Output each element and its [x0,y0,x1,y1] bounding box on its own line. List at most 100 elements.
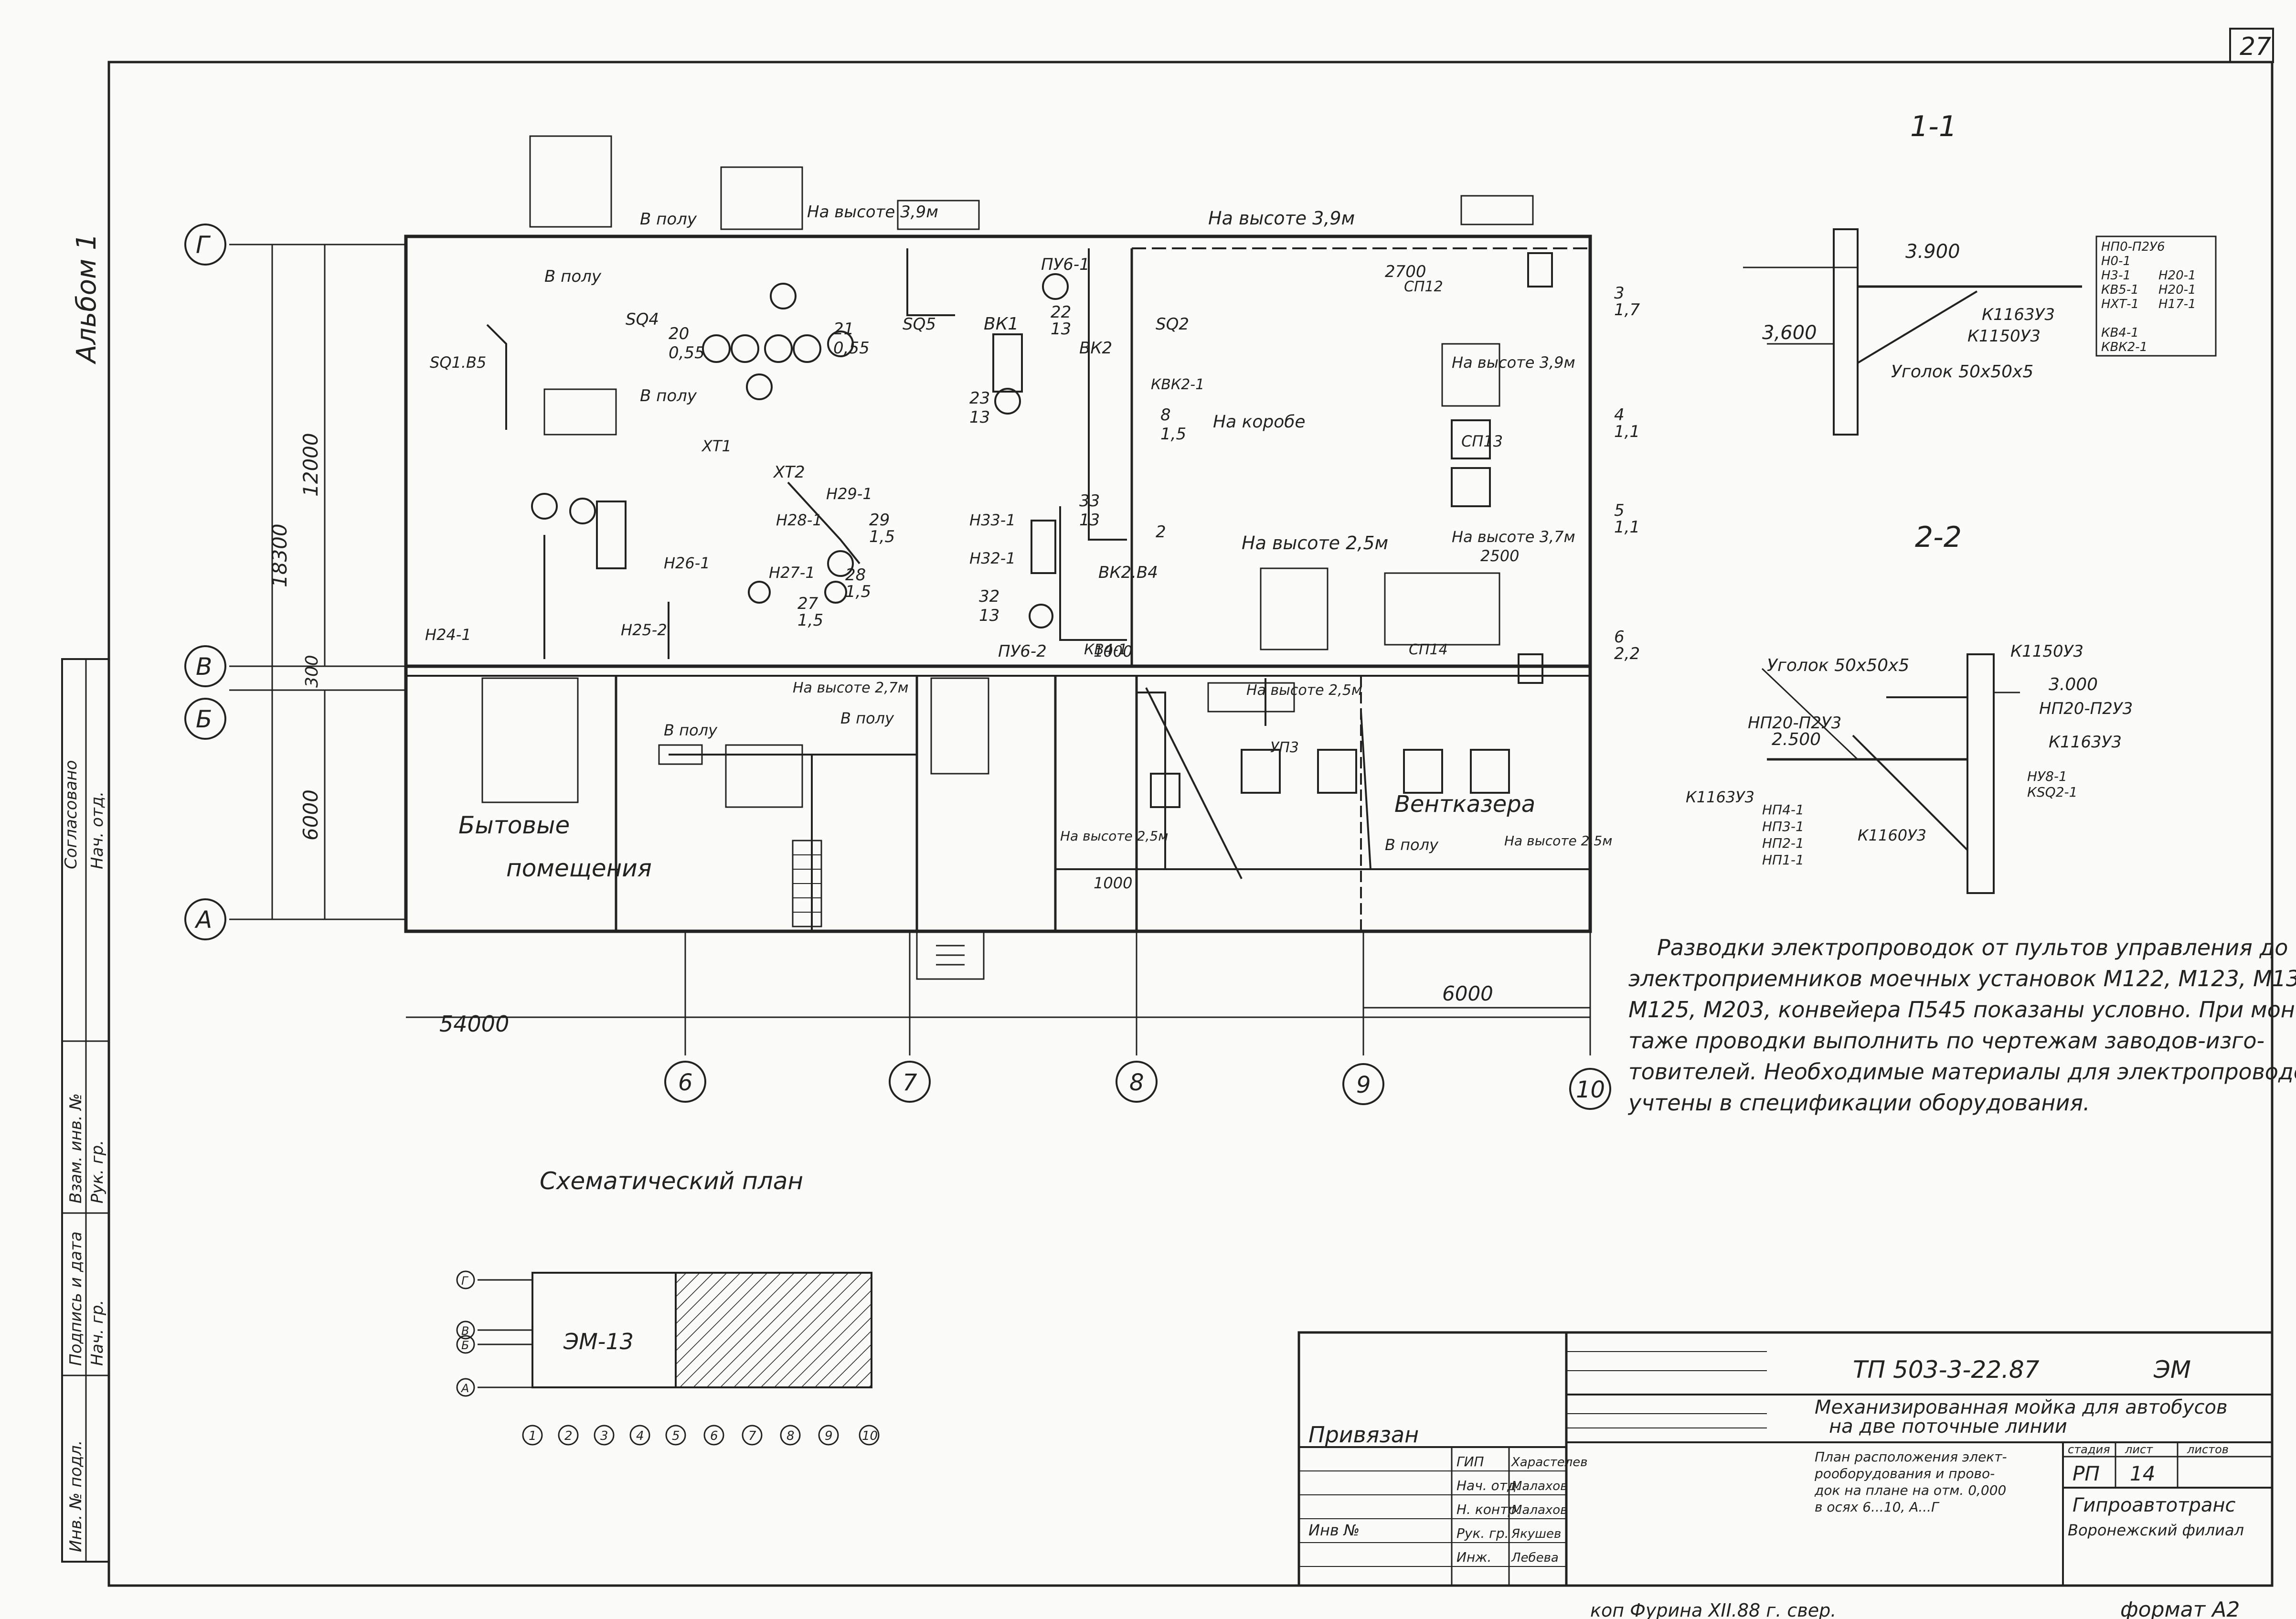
section-2-2: 2-2 Уголок 50х50х5 К1150У3 3.000 НП20-П2… [1686,521,2133,894]
num-label-13: 22 [1051,303,1071,322]
format-label: формат А2 [2120,1598,2240,1619]
note-line-2: электроприемников моечных установок М122… [1628,966,2296,991]
eq-label-n33-1: Н33-1 [969,511,1016,529]
side-stamp-col-3: Инв. № подл. [66,1440,85,1552]
section-1-1: 1-1 3.900 3,600 Уголок 50х50х5 К1150У3 К… [1743,110,2217,436]
num-label-28: 2,2 [1614,644,1640,663]
key-plan-number: 8 [787,1429,795,1443]
axis-num-7: 7 [903,1069,917,1096]
title-block: ТП 503-3-22.87 ЭМ Механизированная мойка… [1297,1331,2274,1587]
num-label-16: 0,55 [833,339,870,358]
num-label-19: 8 [1160,405,1171,425]
floor-label-3: В полу [640,386,697,405]
dim-width: 54000 [439,1011,509,1037]
num-label-4: 1,5 [869,527,895,546]
key-plan: Схематический план ЭМ-13 Г В Б А 1 2 3 4… [456,1167,880,1446]
key-plan-number: 5 [672,1429,680,1443]
floor-label-6: В полу [1385,836,1439,854]
height-label-5: На высоте 2,7м [793,680,909,696]
dimensions: 54000 6000 18300 12000 300 6000 [268,245,1590,1037]
section-2-label-a: К1150У3 [2010,642,2083,661]
cable-tag-blocks [481,135,1534,808]
key-plan-number: 10 [862,1429,878,1443]
side-stamp-val-2: Нач. отд. [88,791,107,869]
bound-label: Привязан [1308,1422,1419,1448]
eq-label-n32-1: Н32-1 [969,549,1016,567]
num-label-6: 1,5 [845,582,871,601]
num-label-25: 5 [1614,501,1625,520]
inv-label: Инв № [1308,1521,1360,1539]
num-label-27: 6 [1614,628,1625,647]
section-2-label-b: НП20-П2У3 [2039,699,2133,718]
num-label-30: 1000 [1094,642,1132,660]
section-1-tag: Н20-1 [2158,268,2196,283]
section-1-tag: КВ4-1 [2101,326,2139,340]
axis-num-10: 10 [1576,1076,1605,1103]
key-plan-number: 2 [564,1429,573,1443]
eq-label-n27-1: Н27-1 [769,564,815,582]
section-2-label-f: НП20-П2У3 [1748,714,1841,733]
side-stamp: Взам. инв. № Подпись и дата Инв. № подл.… [61,658,110,1563]
note-line-1: Разводки электропроводок от пультов упра… [1657,935,2288,960]
axis-letter-4: А [194,906,212,934]
role-5: Инж. [1456,1549,1491,1565]
org-2: Воронежский филиал [2068,1521,2244,1539]
role-2: Нач. отд. [1456,1478,1520,1493]
num-label-18: 0,55 [669,343,705,362]
section-1-tag: НП0-П2У6 [2101,240,2165,254]
num-label-22: 1,7 [1614,300,1640,320]
sheet-header: лист [2125,1443,2153,1456]
section-1-tag: НХТ-1 [2101,297,2139,311]
dim-height-main: 12000 [299,433,322,497]
section-1-label-a: К1150У3 [1967,327,2041,346]
num-label-8: 1,5 [797,611,823,630]
section-1-wall [1833,228,1859,436]
eq-label-sp14: СП14 [1409,641,1448,658]
num-label-1: 33 [1079,491,1100,511]
section-2-title: 2-2 [1915,521,1962,554]
eq-label-kv4-1: КВ4-1 [1084,641,1127,658]
name-1: Харастелев [1510,1455,1588,1470]
name-5: Лебева [1511,1551,1559,1565]
num-label-32: 2500 [1480,547,1519,565]
eq-label-n29-1: Н29-1 [826,485,872,503]
section-2-tag: НП4-1 [1762,802,1804,818]
eq-label-sp13: СП13 [1461,432,1503,450]
eq-label-sp12: СП12 [1404,278,1443,295]
section-2-wall [1966,653,1995,894]
section-2-tag: НП1-1 [1762,852,1804,868]
note-line-3: М125, М203, конвейера П545 показаны усло… [1628,997,2296,1023]
floor-label-4: В полу [664,721,718,739]
num-label-7: 27 [797,594,818,613]
num-label-15: 21 [833,320,854,339]
org-1: Гипроавтотранс [2073,1494,2236,1516]
sheet-title-4: в осях 6...10, А...Г [1815,1499,1940,1515]
num-label-11: 23 [969,389,990,408]
eq-label-n25-2: Н25-2 [621,621,667,639]
sheet-title-1: План расположения элект- [1815,1449,2007,1465]
title-code: ТП 503-3-22.87 [1853,1356,2040,1384]
axis-letter-1: Г [196,231,211,259]
name-3: Малахов [1511,1503,1568,1517]
height-label-4: На высоте 2,5м [1242,533,1388,554]
stairs [658,744,822,927]
axis-num-6: 6 [678,1069,693,1096]
num-label-14: 13 [1051,320,1071,339]
section-1-tag: Н0-1 [2101,254,2131,268]
num-label-17: 20 [669,324,689,343]
side-stamp-val-1: Согласовано [62,760,81,869]
section-1-label-b: К1163У3 [1982,305,2055,324]
eq-label-n28-1: Н28-1 [776,511,822,529]
key-plan-label: ЭМ-13 [563,1329,634,1354]
sheet-title-3: док на плане на отм. 0,000 [1814,1482,2006,1498]
num-label-2: 13 [1079,511,1100,530]
floor-label-2: В полу [544,267,602,286]
eq-label-n24-1: Н24-1 [425,626,471,644]
section-1-tag: Н20-1 [2158,283,2196,297]
eq-label-sq1-b5: SQ1.В5 [430,353,486,372]
section-2-label-e: К1163У3 [1686,788,1754,806]
sheet-title-2: рооборудования и прово- [1814,1466,1995,1481]
note-line-6: учтены в спецификации оборудования. [1627,1090,2090,1116]
section-1-tag: Н3-1 [2101,268,2131,283]
num-label-29: 2 [1156,522,1166,542]
